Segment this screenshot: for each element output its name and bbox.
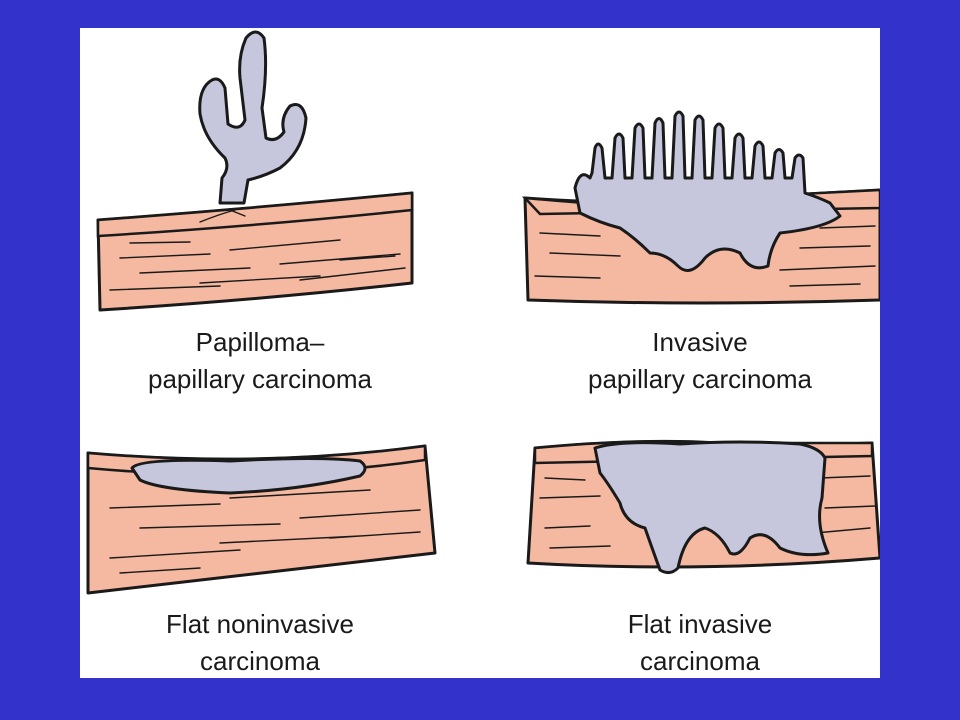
illustration-papilloma <box>96 30 414 312</box>
figure-panel: Papilloma– papillary carcinoma Invasive … <box>80 28 880 678</box>
caption-papilloma: Papilloma– papillary carcinoma <box>148 327 372 394</box>
caption-flat-invasive: Flat invasive carcinoma <box>627 609 773 676</box>
illustrations <box>86 30 880 595</box>
caption-invasive-papillary: Invasive papillary carcinoma <box>588 327 812 394</box>
illustration-flat-noninvasive <box>86 444 437 595</box>
illustration-flat-invasive <box>526 439 880 575</box>
illustration-invasive-papillary <box>521 110 880 305</box>
caption-flat-noninvasive: Flat noninvasive carcinoma <box>166 609 354 676</box>
